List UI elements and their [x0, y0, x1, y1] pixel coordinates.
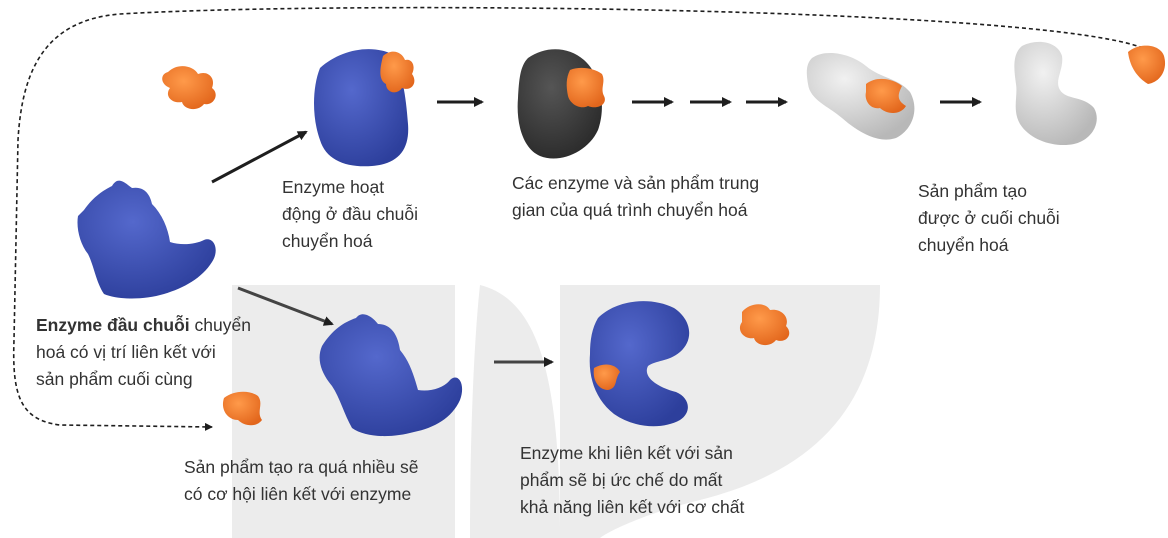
- enzyme-first-with-binding-site: [77, 181, 215, 299]
- label-inhibited-enzyme: Enzyme khi liên kết với sản phẩm sẽ bị ứ…: [520, 440, 744, 521]
- label-final-product: Sản phẩm tạo được ở cuối chuỗi chuyển ho…: [918, 178, 1060, 259]
- substrate-intermediate: [567, 68, 605, 107]
- label-enzyme-binding-site: Enzyme đầu chuỗi chuyển hoá có vị trí li…: [36, 312, 251, 393]
- label-excess-product: Sản phẩm tạo ra quá nhiều sẽ có cơ hội l…: [184, 454, 418, 508]
- excess-product-molecule: [223, 392, 262, 426]
- label-enzyme-binding-site-bold: Enzyme đầu chuỗi: [36, 315, 190, 335]
- label-first-enzyme: Enzyme hoạt động ở đầu chuỗi chuyển hoá: [282, 174, 418, 255]
- product-molecule-right: [1128, 46, 1165, 84]
- label-intermediates: Các enzyme và sản phẩm trung gian của qu…: [512, 170, 759, 224]
- substrate-molecule-topleft: [162, 66, 215, 109]
- enzyme-empty-grey: [1014, 42, 1096, 145]
